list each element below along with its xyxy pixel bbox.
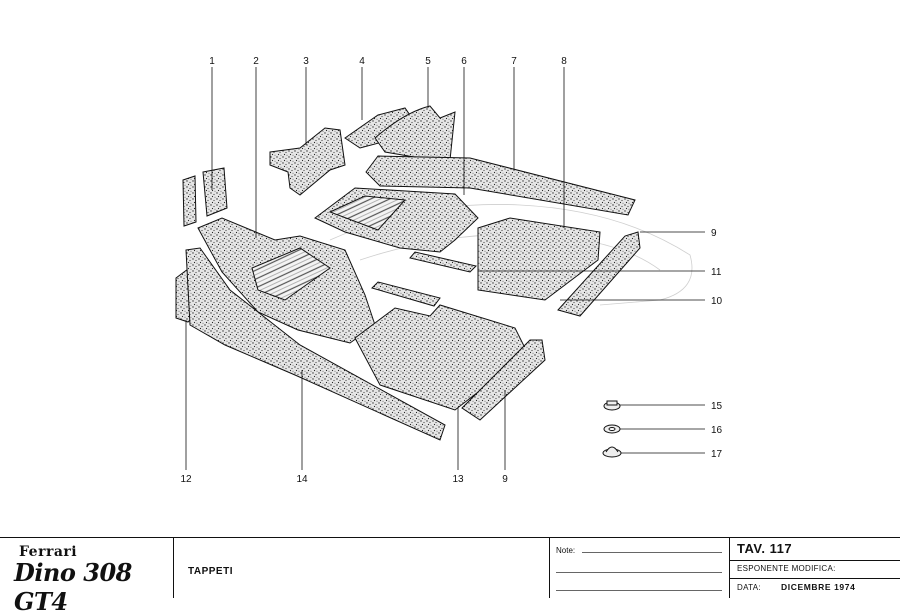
- callout-15: 15: [711, 401, 723, 412]
- callout-8: 8: [561, 56, 567, 67]
- part-9-sill-trim-lower: [461, 339, 546, 421]
- callout-10: 10: [711, 296, 723, 307]
- callout-14: 14: [296, 474, 308, 485]
- part-6-rear-left-floor-mat: [314, 187, 479, 253]
- part-2-left-floor-mat: [197, 217, 376, 344]
- drawing-title: TAPPETI: [188, 566, 233, 577]
- row-divider-2: [730, 578, 900, 579]
- callout-1: 1: [209, 56, 215, 67]
- esponente-label: ESPONENTE MODIFICA:: [737, 564, 836, 573]
- callout-7: 7: [511, 56, 517, 67]
- ferrari-logo-text: Ferrari: [19, 544, 78, 560]
- callout-12: 12: [180, 474, 192, 485]
- callout-6: 6: [461, 56, 467, 67]
- callout-13: 13: [452, 474, 464, 485]
- title-block: Ferrari Dino 308 GT4 TAPPETI Note: TAV. …: [0, 537, 900, 616]
- row-divider-1: [730, 560, 900, 561]
- part-16-washer: [603, 424, 621, 434]
- callout-3: 3: [303, 56, 309, 67]
- callout-11: 11: [711, 267, 722, 278]
- part-14-long-front-sill: [185, 247, 446, 441]
- part-7-long-sill-strip: [365, 155, 636, 216]
- note-line-3: [556, 590, 722, 591]
- callout-4: 4: [359, 56, 365, 67]
- date-label: DATA:: [737, 583, 761, 592]
- note-line-1: [582, 552, 722, 553]
- part-1-small-mat: [182, 167, 228, 227]
- drawing-title-cell: TAPPETI: [174, 538, 550, 598]
- callout-5: 5: [425, 56, 431, 67]
- callout-17: 17: [711, 449, 723, 460]
- notes-cell: Note:: [550, 538, 730, 598]
- callout-9-upper: 9: [711, 228, 717, 239]
- table-number: TAV. 117: [737, 541, 793, 556]
- part-3-tunnel-pad: [269, 127, 346, 196]
- table-info-cell: TAV. 117 ESPONENTE MODIFICA: DATA: DICEM…: [730, 538, 900, 598]
- date-value: DICEMBRE 1974: [781, 582, 856, 592]
- part-11-strip: [409, 251, 477, 273]
- dino-308-gt4-logo: Dino 308 GT4: [14, 558, 132, 616]
- brand-logo-cell: Ferrari Dino 308 GT4: [0, 538, 174, 616]
- note-line-2: [556, 572, 722, 573]
- exploded-parts-drawing: 1 2 3 4 5 6 7 8 9 11 10 12 14 13 9 15 16…: [175, 56, 723, 485]
- callout-9-lower: 9: [502, 474, 508, 485]
- part-17-snap-button: [602, 446, 622, 458]
- part-15-clip: [603, 400, 621, 411]
- callout-16: 16: [711, 425, 723, 436]
- part-9-sill-trim-upper: [557, 231, 641, 317]
- part-8-rear-right-floor-mat: [477, 217, 601, 301]
- part-10-strip: [371, 281, 441, 307]
- notes-label: Note:: [556, 546, 576, 555]
- callout-2: 2: [253, 56, 259, 67]
- leader-lines: [185, 67, 705, 470]
